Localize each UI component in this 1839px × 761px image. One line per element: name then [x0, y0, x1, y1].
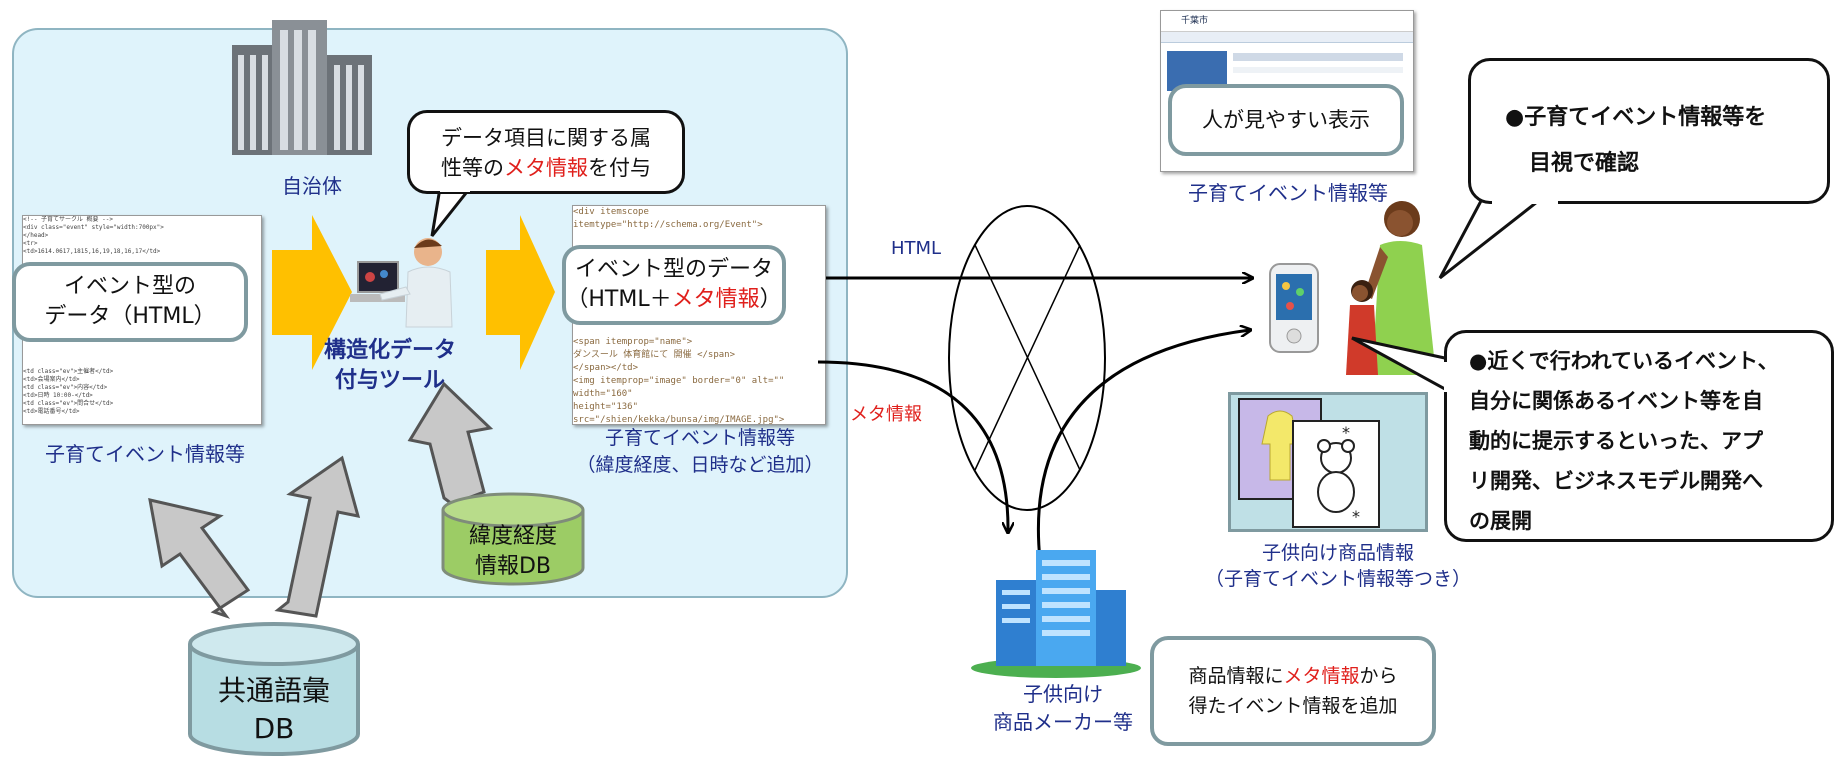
gray-arrow-3: [407, 381, 494, 506]
human-readable-box: 人が見やすい表示: [1168, 84, 1404, 156]
svg-text:*: *: [1352, 507, 1360, 526]
bubble-tail-mask: [440, 186, 470, 192]
mother-child-icon: [1340, 195, 1450, 375]
event-data-html-box: イベント型の データ（HTML）: [12, 262, 248, 342]
output-doc-caption: 子育てイベント情報等 （緯度経度、日時など追加）: [576, 427, 824, 476]
event-data-meta-box: イベント型のデータ （HTML＋メタ情報）: [562, 245, 786, 325]
product-info-caption: 子供向け商品情報 （子育てイベント情報等つき）: [1204, 542, 1471, 590]
gray-arrow-2: [274, 455, 361, 618]
meta-arrow: [817, 360, 1008, 532]
source-doc-caption: 子育てイベント情報等: [45, 442, 245, 466]
gray-arrow-1: [148, 498, 251, 619]
apps-tail-mask: [1444, 362, 1452, 392]
app-development-bubble: ●近くで行われているイベント、 自分に関係あるイベント等を自 動的に提示するとい…: [1444, 330, 1834, 542]
geo-db-label: 緯度経度 情報DB: [468, 524, 557, 579]
cross-ellipse: [948, 205, 1106, 511]
thumbnail-city-name: 千葉市: [1161, 11, 1413, 32]
yellow-arrow-1: [272, 215, 352, 370]
meta-info-bubble: データ項目に関する属 性等のメタ情報を付与: [407, 110, 685, 194]
html-flow-label: HTML: [890, 238, 942, 259]
meta-flow-label: メタ情報: [850, 404, 922, 425]
svg-text:*: *: [1342, 423, 1350, 442]
web-display-caption: 子育てイベント情報等: [1188, 181, 1388, 205]
visual-check-bubble: ●子育てイベント情報等を 目視で確認: [1468, 58, 1830, 204]
local-gov-label: 自治体: [282, 174, 342, 198]
person-computer-icon: [340, 232, 465, 332]
tool-label: 構造化データ 付与ツール: [323, 338, 456, 393]
visual-tail-mask: [1492, 196, 1558, 204]
maker-label: 子供向け 商品メーカー等: [993, 682, 1133, 734]
mobile-phone-icon: [1268, 262, 1320, 354]
yellow-arrow-2: [486, 215, 555, 370]
maker-product-info-box: 商品情報にメタ情報から 得たイベント情報を追加: [1150, 636, 1436, 746]
teddy-bear-card: * *: [1292, 420, 1380, 528]
maker-building-icon: [966, 530, 1146, 680]
building-icon: [222, 10, 382, 160]
maker-to-mobile-arrow: [1037, 330, 1250, 561]
vocab-db-label: 共通語彙 DB: [217, 674, 330, 745]
